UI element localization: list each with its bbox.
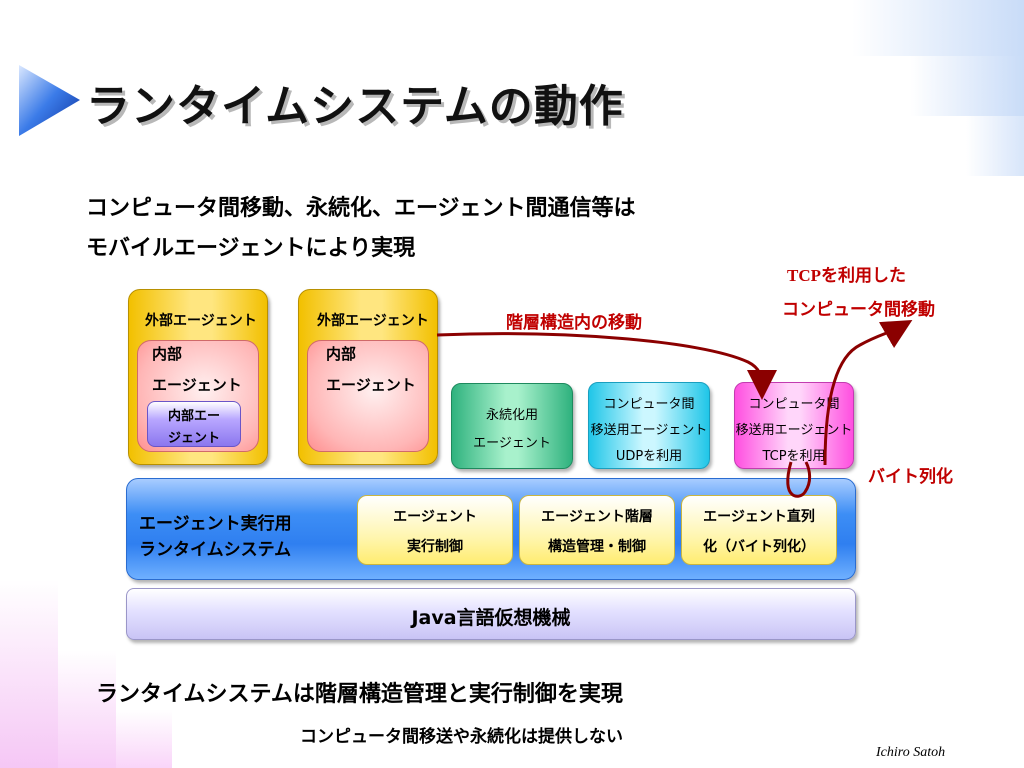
innermost-agent-line2: ジェント xyxy=(167,431,220,446)
udp-transfer-agent-line1: コンピュータ間 xyxy=(603,397,695,412)
java-vm-label: Java言語仮想機械 xyxy=(411,607,571,629)
java-vm: Java言語仮想機械 xyxy=(126,588,856,640)
hierarchy-mgmt-module: エージェント階層 構造管理・制御 xyxy=(519,495,675,565)
inner-agent-1-line1: 内部 xyxy=(152,345,183,363)
title-triangle-icon xyxy=(19,65,80,136)
inner-agent-1: 内部 エージェント 内部エー ジェント xyxy=(137,340,259,452)
tcp-move-label-line2: コンピュータ間移動 xyxy=(782,300,935,320)
outer-agent-1-label: 外部エージェント xyxy=(145,313,257,329)
inner-agent-1-line2: エージェント xyxy=(152,376,242,394)
tcp-move-arrow xyxy=(823,319,913,466)
corner-decoration-top-right xyxy=(966,116,1024,176)
hierarchy-move-arrow xyxy=(436,332,777,400)
intro-line-2: モバイルエージェントにより実現 xyxy=(86,236,416,261)
conclusion-text: ランタイムシステムは階層構造管理と実行制御を実現 xyxy=(96,682,623,707)
exec-control-module: エージェント 実行制御 xyxy=(357,495,513,565)
inner-agent-2-line1: 内部 xyxy=(326,345,357,363)
runtime-system: エージェント実行用 ランタイムシステム エージェント 実行制御 エージェント階層… xyxy=(126,478,856,580)
hierarchy-mgmt-line1: エージェント階層 xyxy=(541,509,653,525)
innermost-agent-line1: 内部エー xyxy=(167,409,220,424)
serialization-module: エージェント直列 化（バイト列化） xyxy=(681,495,837,565)
tcp-transfer-agent-line3: TCPを利用 xyxy=(762,449,826,464)
udp-transfer-agent: コンピュータ間 移送用エージェント UDPを利用 xyxy=(588,382,710,469)
corner-decoration-bottom-left xyxy=(58,650,116,768)
hierarchy-move-label: 階層構造内の移動 xyxy=(506,313,642,333)
serialization-line2: 化（バイト列化） xyxy=(703,539,815,555)
udp-transfer-agent-line3: UDPを利用 xyxy=(615,449,683,464)
exec-control-line2: 実行制御 xyxy=(407,539,463,555)
persistence-agent-line1: 永続化用 xyxy=(485,408,538,423)
corner-decoration-bottom-left xyxy=(0,580,58,768)
persistence-agent: 永続化用 エージェント xyxy=(451,383,573,469)
innermost-agent: 内部エー ジェント xyxy=(147,401,241,447)
intro-line-1: コンピュータ間移動、永続化、エージェント間通信等は xyxy=(86,196,636,221)
note-text: コンピュータ間移送や永続化は提供しない xyxy=(300,727,623,747)
tcp-transfer-agent-line1: コンピュータ間 xyxy=(748,397,840,412)
tcp-transfer-agent-line2: 移送用エージェント xyxy=(735,423,853,438)
corner-decoration-top-right xyxy=(910,56,1024,116)
persistence-agent-line2: エージェント xyxy=(473,436,551,451)
byte-serialize-label: バイト列化 xyxy=(868,467,953,487)
slide-title: ランタイムシステムの動作 xyxy=(86,81,624,132)
corner-decoration-bottom-left xyxy=(116,710,172,768)
corner-decoration-top-right xyxy=(852,0,1024,56)
hierarchy-mgmt-line2: 構造管理・制御 xyxy=(548,539,646,555)
outer-agent-1: 外部エージェント 内部 エージェント 内部エー ジェント xyxy=(128,289,268,465)
outer-agent-2: 外部エージェント 内部 エージェント xyxy=(298,289,438,465)
inner-agent-2: 内部 エージェント xyxy=(307,340,429,452)
udp-transfer-agent-line2: 移送用エージェント xyxy=(590,423,708,438)
runtime-label-line1: エージェント実行用 xyxy=(139,514,292,534)
tcp-move-label-line1: TCPを利用した xyxy=(787,266,906,285)
inner-agent-2-line2: エージェント xyxy=(326,376,416,394)
byte-serialize-arrow xyxy=(786,461,812,498)
outer-agent-2-label: 外部エージェント xyxy=(317,313,429,329)
author-credit: Ichiro Satoh xyxy=(876,745,946,760)
exec-control-line1: エージェント xyxy=(393,509,477,525)
serialization-line1: エージェント直列 xyxy=(703,509,815,525)
runtime-label-line2: ランタイムシステム xyxy=(139,540,292,560)
